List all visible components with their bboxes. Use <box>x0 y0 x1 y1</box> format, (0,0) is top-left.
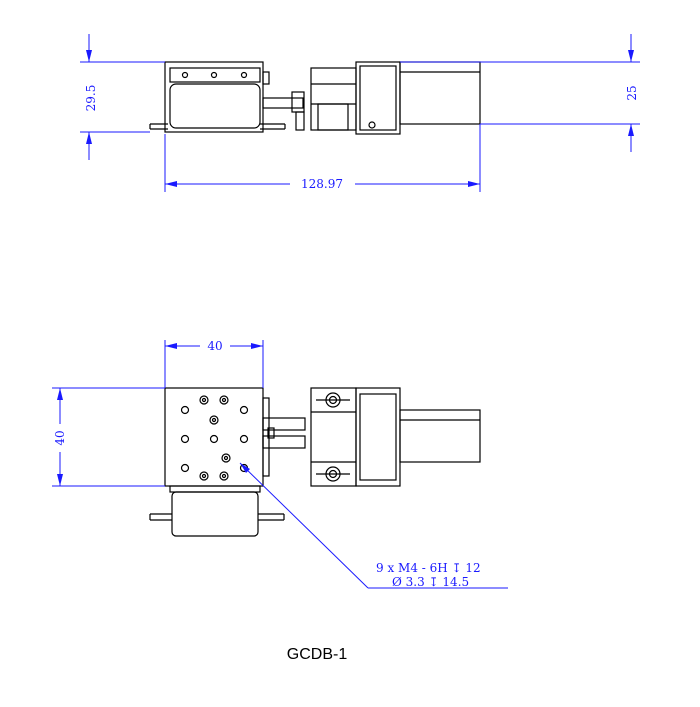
callout-line-2: Ø 3.3 ↧ 14.5 <box>392 575 469 589</box>
plan-view <box>149 387 481 537</box>
dim-height-right-label: 25 <box>625 85 639 100</box>
dimension-128-97: 128.97 <box>164 124 481 192</box>
dimension-25: 25 <box>400 34 640 152</box>
dim-height-left-label: 40 <box>53 430 67 445</box>
dimension-40-width: 40 <box>164 339 264 388</box>
callout-line-1: 9 x M4 - 6H ↧ 12 <box>376 561 481 575</box>
side-view <box>149 61 481 135</box>
dim-height-top-label: 29.5 <box>84 85 98 112</box>
hole-callout: 9 x M4 - 6H ↧ 12 Ø 3.3 ↧ 14.5 <box>239 462 508 589</box>
dimension-40-height: 40 <box>52 387 165 487</box>
drawing-title: GCDB-1 <box>287 646 348 663</box>
dim-width-top-label: 40 <box>207 339 222 353</box>
dim-total-length-label: 128.97 <box>301 177 343 191</box>
dimension-29-5: 29.5 <box>80 34 165 160</box>
